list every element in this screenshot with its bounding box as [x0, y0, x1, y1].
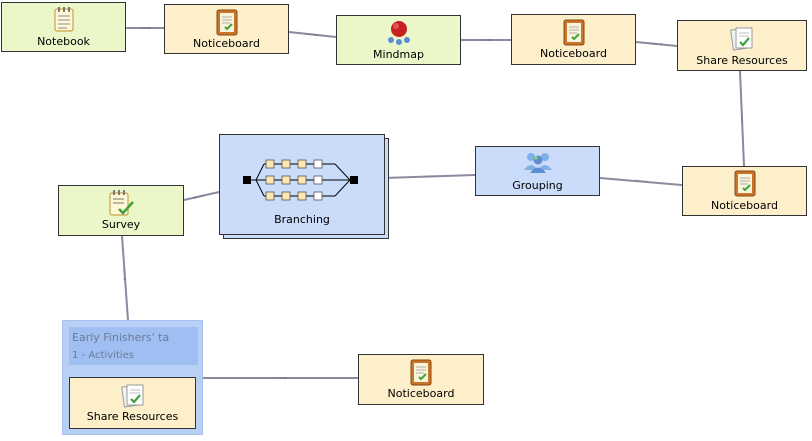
optional-container-header: Early Finishers' ta 1 - Activities — [69, 327, 198, 365]
connector-noticeboard-share[interactable] — [635, 41, 678, 47]
activity-label: Mindmap — [373, 48, 424, 61]
noticeboard-icon — [216, 8, 238, 40]
activity-label: Noticeboard — [540, 47, 607, 60]
activity-noticeboard[interactable]: Noticeboard — [164, 4, 289, 54]
share-resources-icon — [120, 381, 146, 413]
branching-icon — [242, 155, 362, 209]
optional-activities-container[interactable]: Early Finishers' ta 1 - Activities Share… — [62, 320, 203, 435]
activity-label: Share Resources — [696, 54, 788, 67]
noticeboard-icon — [410, 358, 432, 390]
activity-branching[interactable]: Branching — [219, 134, 385, 235]
arrowhead — [193, 194, 206, 199]
connector-noticeboard-grouping[interactable] — [599, 177, 683, 186]
noticeboard-icon — [563, 18, 585, 50]
activity-notebook[interactable]: Notebook — [1, 2, 126, 52]
activity-label: Share Resources — [86, 410, 179, 423]
activity-noticeboard[interactable]: Noticeboard — [682, 166, 807, 216]
activity-noticeboard[interactable]: Noticeboard — [358, 354, 484, 405]
activity-share-resources[interactable]: Share Resources — [677, 20, 807, 71]
noticeboard-icon — [734, 169, 756, 201]
arrowhead — [635, 179, 649, 182]
arrowhead — [649, 42, 663, 45]
activity-share-resources[interactable]: Share Resources — [69, 377, 196, 429]
activity-survey[interactable]: Survey — [58, 185, 184, 236]
optional-container-title: Early Finishers' ta — [72, 331, 170, 344]
arrowhead — [304, 33, 318, 36]
activity-label: Noticeboard — [387, 387, 455, 400]
optional-container-subtitle: 1 - Activities — [72, 350, 134, 361]
activity-label: Notebook — [37, 35, 90, 48]
activity-label: Branching — [274, 213, 330, 226]
mindmap-icon — [384, 17, 414, 51]
activity-noticeboard[interactable]: Noticeboard — [511, 14, 636, 65]
connector-grouping-branching[interactable] — [383, 174, 476, 179]
survey-icon — [107, 189, 135, 221]
activity-mindmap[interactable]: Mindmap — [336, 15, 461, 65]
activity-grouping[interactable]: Grouping — [475, 146, 600, 196]
activity-label: Grouping — [512, 179, 563, 192]
notebook-icon — [52, 6, 76, 36]
connector-noticeboard-mindmap[interactable] — [288, 31, 337, 38]
activity-label: Noticeboard — [711, 199, 778, 212]
activity-label: Noticeboard — [193, 37, 260, 50]
share-resources-icon — [729, 24, 755, 56]
connector-survey-optional[interactable] — [121, 235, 129, 321]
grouping-icon — [522, 150, 554, 178]
activity-label: Survey — [101, 218, 141, 231]
